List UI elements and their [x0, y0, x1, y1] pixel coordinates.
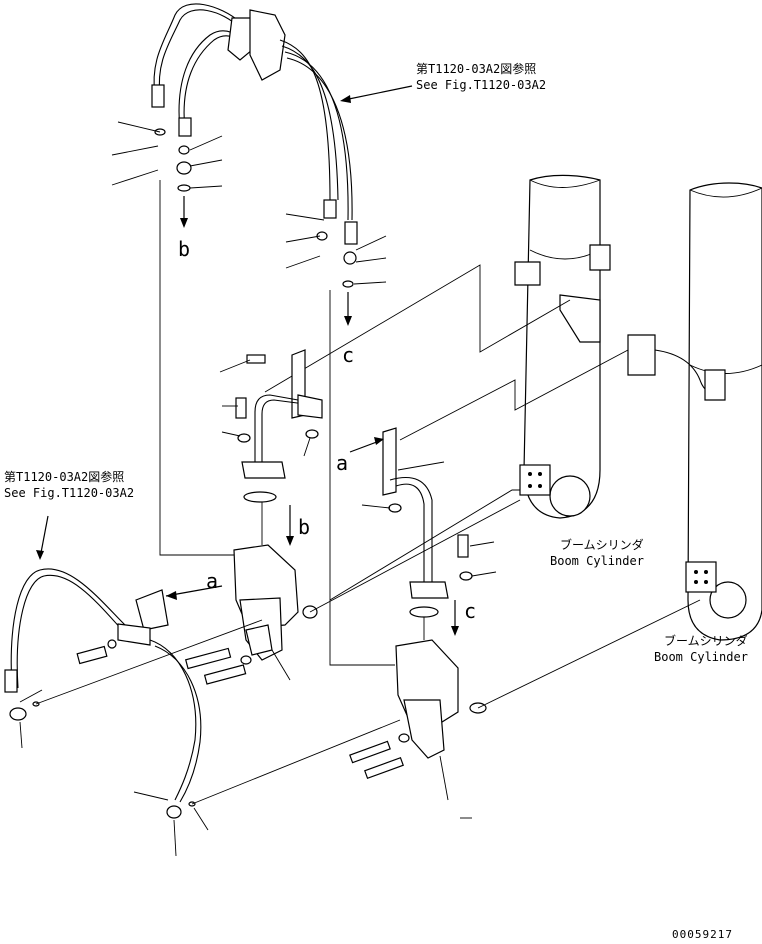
boom-cylinder-right: [627, 182, 762, 641]
ref-top-en: See Fig.T1120-03A2: [416, 78, 547, 92]
cylinder-right-en: Boom Cylinder: [654, 650, 748, 664]
pipe-assembly-a: [349, 427, 497, 599]
letter-a-mid: a: [336, 451, 349, 475]
letter-b-mid: b: [298, 515, 311, 539]
letter-c-mid: c: [464, 599, 477, 623]
routing-lines: [159, 180, 629, 666]
ref-left-en: See Fig.T1120-03A2: [4, 486, 135, 500]
letter-c-top: c: [342, 343, 355, 367]
pipe-assembly-c: [219, 349, 323, 479]
valve-block-lower: [302, 499, 701, 819]
diagram-code: 00059217: [672, 928, 733, 941]
valve-block-upper: [165, 491, 299, 661]
boom-cylinder-left: [514, 174, 611, 519]
cylinder-left-en: Boom Cylinder: [550, 554, 644, 568]
cylinder-right-jp: ブームシリンダ: [664, 634, 748, 648]
ref-arrow-top: [340, 85, 413, 103]
letter-a-left: a: [206, 569, 219, 593]
ref-top-jp: 第T1120-03A2図参照: [416, 62, 537, 76]
left-hose-assembly: [4, 515, 401, 857]
top-hose-assembly: [111, 3, 387, 326]
ref-left-jp: 第T1120-03A2図参照: [4, 470, 125, 484]
cylinder-left-jp: ブームシリンダ: [560, 538, 644, 552]
letter-b-top: b: [178, 237, 191, 261]
